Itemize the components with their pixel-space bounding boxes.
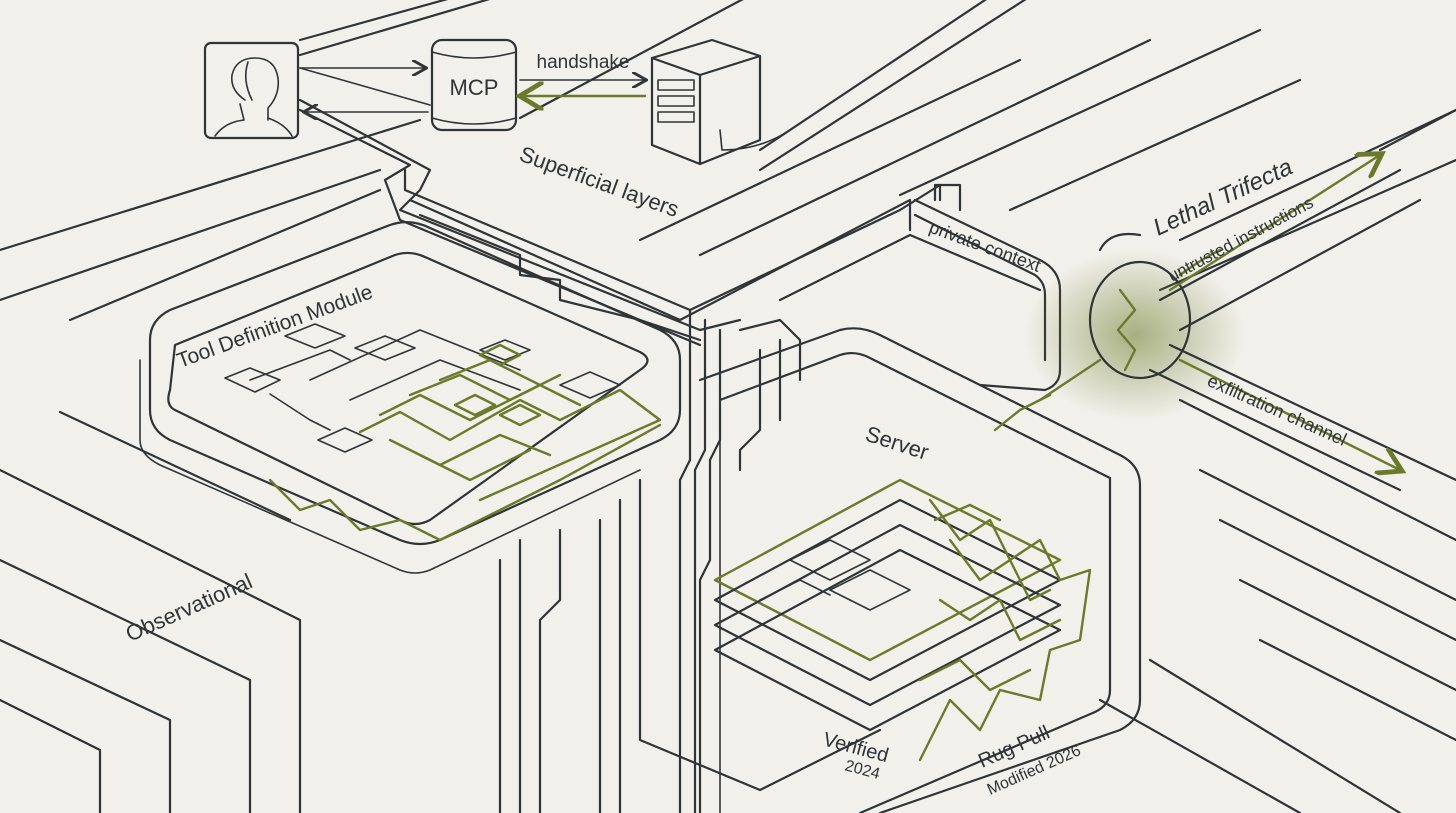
user-head-icon <box>203 41 300 140</box>
superficial-layers-label: Superficial layers <box>516 141 682 222</box>
lethal-trifecta-junction <box>993 155 1456 492</box>
server-rack-icon <box>650 38 791 166</box>
server-stack <box>698 327 1142 813</box>
exfiltration-channel-label: exfiltration channel <box>1204 370 1349 449</box>
diagram-labels: MCP handshake Superficial layers Tool De… <box>122 52 1350 799</box>
observational-label: Observational <box>122 569 256 647</box>
superficial-layers-corridor <box>298 98 962 813</box>
server-label: Server <box>862 421 931 465</box>
connector-arrows <box>299 68 645 112</box>
tool-definition-module-label: Tool Definition Module <box>174 280 376 372</box>
tool-definition-module <box>139 221 682 574</box>
handshake-label: handshake <box>537 52 630 73</box>
mcp-label: MCP <box>450 75 499 100</box>
